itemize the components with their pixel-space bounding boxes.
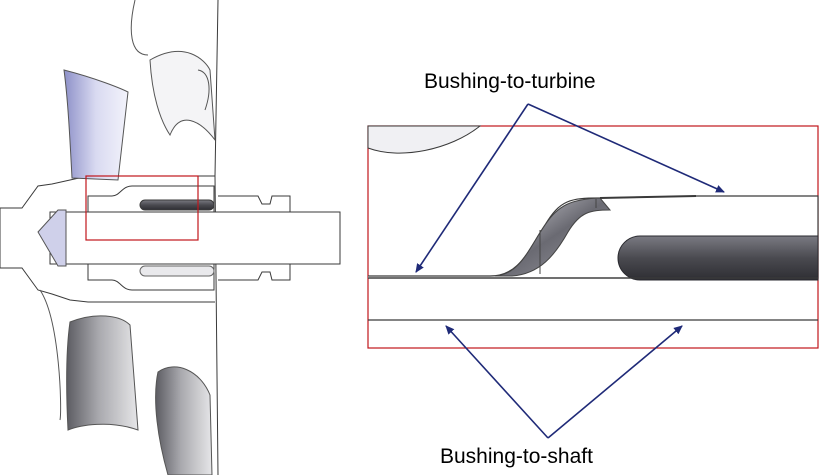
callout-arrows xyxy=(415,103,725,439)
arrow-shaft-left xyxy=(445,325,549,439)
bushing-curve-face xyxy=(494,197,612,277)
arrow-turbine-left xyxy=(415,103,529,273)
shaft-shoulder xyxy=(218,195,291,281)
bushing-to-turbine-label: Bushing-to-turbine xyxy=(424,70,596,93)
bushing-to-shaft-label: Bushing-to-shaft xyxy=(440,445,593,468)
lower-blade-gray-2 xyxy=(155,366,213,475)
lower-blade-gray xyxy=(66,315,139,431)
turbine-disk-edge xyxy=(367,125,482,154)
arrow-shaft-right xyxy=(547,325,683,439)
upper-blade-blue xyxy=(63,69,129,181)
bore-slot xyxy=(617,235,819,281)
arrow-turbine-right xyxy=(527,103,725,193)
housing-lower-outline xyxy=(0,267,215,303)
left-cross-section xyxy=(0,0,341,475)
detail-highlight-box xyxy=(85,175,199,241)
upper-blade-gray xyxy=(149,50,216,142)
detail-view xyxy=(367,125,819,349)
shaft xyxy=(49,211,341,265)
nut-cone xyxy=(37,209,67,267)
